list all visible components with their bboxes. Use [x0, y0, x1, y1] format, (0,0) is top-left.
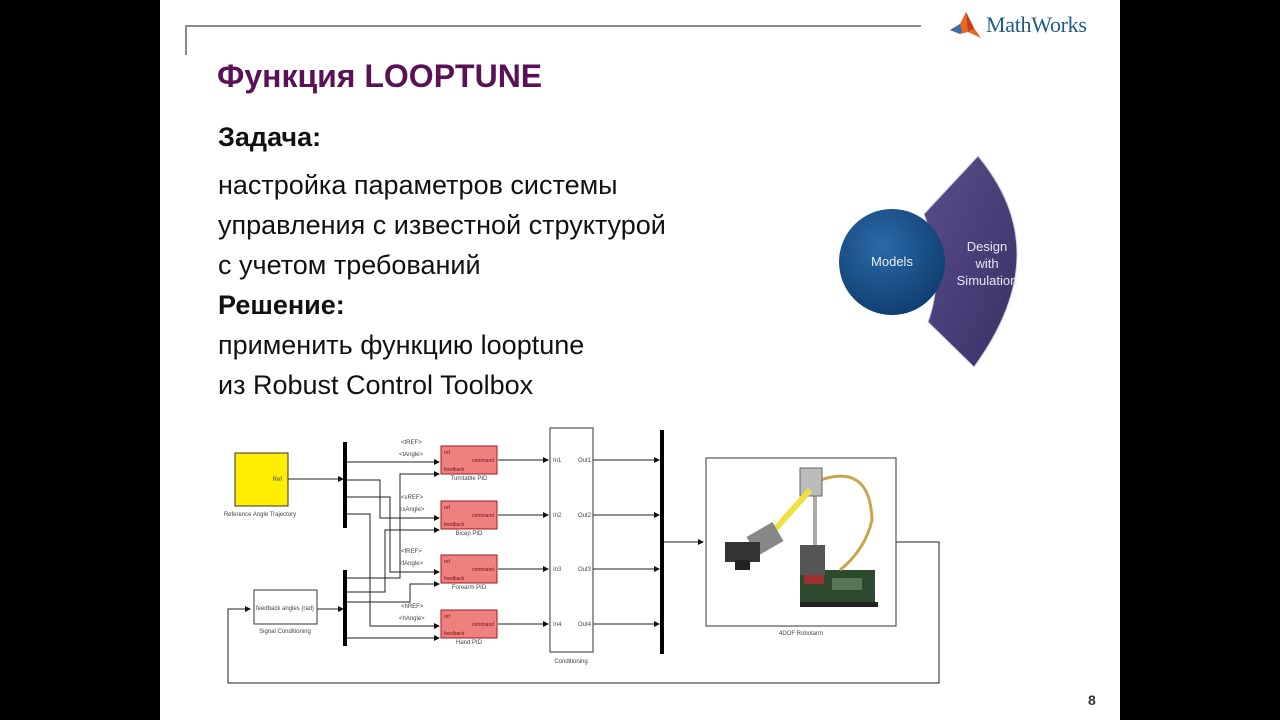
models-design-graphic: Models Design with Simulation [839, 155, 1018, 368]
pid-port-feedback: feedback [444, 467, 465, 473]
pid-ref-signal-label: <hREF> [401, 604, 424, 610]
conditioning-output-port: Out3 [578, 567, 592, 573]
fan-label-line: Simulation [957, 273, 1018, 288]
conditioning-input-port: In2 [553, 513, 562, 519]
pid-block-label: Bicep PID [456, 531, 483, 537]
conditioning-label: Conditioning [554, 659, 587, 665]
pid-port-feedback: feedback [444, 576, 465, 582]
solution-text: применить функцию looptune из Robust Con… [218, 325, 584, 405]
pid-port-command: command [472, 458, 494, 464]
membrane-logo-icon [950, 12, 981, 38]
task-line: управления с известной структурой [218, 210, 666, 240]
fan-label-line: Design [967, 239, 1007, 254]
conditioning-block[interactable]: In1 In2 In3 In4 Out1 Out2 Out3 Out4 Cond… [549, 427, 594, 665]
reference-angle-block[interactable]: Ref Reference Angle Trajectory [224, 452, 296, 518]
task-text: настройка параметров системы управления … [218, 165, 666, 285]
task-line: с учетом требований [218, 250, 481, 280]
page-number: 8 [1088, 692, 1096, 708]
conditioning-output-port: Out2 [578, 513, 592, 519]
conditioning-input-port: In4 [553, 622, 562, 628]
solution-heading: Решение: [218, 290, 345, 320]
pid-port-ref: ref [444, 505, 450, 511]
pid-block-forearm[interactable]: ref feedback command Forearm PID <fREF> … [399, 549, 498, 591]
pid-block-hand[interactable]: ref feedback command Hand PID <hREF> <hA… [399, 604, 498, 646]
conditioning-input-port: In3 [553, 567, 562, 573]
pid-port-ref: ref [444, 559, 450, 565]
pid-port-ref: ref [444, 450, 450, 456]
pid-block-bicep[interactable]: ref feedback command Bicep PID <sREF> <s… [399, 495, 498, 537]
pid-fb-signal-label: <tAngle> [399, 452, 424, 458]
robot-arm-plant-block[interactable]: 4DOF Robotarm [705, 457, 897, 637]
circle-label: Models [871, 254, 913, 269]
slide-title: Функция LOOPTUNE [217, 58, 543, 94]
simulink-diagram: Ref Reference Angle Trajectory feedback … [224, 427, 940, 684]
mux-bus-1 [343, 442, 347, 528]
pid-port-feedback: feedback [444, 522, 465, 528]
pid-port-command: command [472, 513, 494, 519]
signal-conditioning-label: Signal Conditioning [259, 629, 311, 635]
pid-port-feedback: feedback [444, 631, 465, 637]
mux-bus-3 [660, 430, 664, 654]
pid-ref-signal-label: <fREF> [401, 549, 422, 555]
ref-port-label: Ref [273, 477, 283, 483]
pid-ref-signal-label: <tREF> [401, 440, 422, 446]
pid-ref-signal-label: <sREF> [401, 495, 424, 501]
mux-bus-2 [343, 570, 347, 646]
solution-line: применить функцию looptune [218, 330, 585, 360]
signal-conditioning-block[interactable]: feedback angles (rad) Signal Conditionin… [253, 589, 318, 635]
plant-label: 4DOF Robotarm [779, 631, 823, 637]
pid-block-label: Hand PID [456, 640, 483, 646]
pid-block-label: Turntable PID [451, 476, 488, 482]
signal-conditioning-text: feedback angles (rad) [256, 606, 314, 612]
conditioning-input-port: In1 [553, 458, 562, 464]
pid-block-label: Forearm PID [452, 585, 487, 591]
solution-line: из Robust Control Toolbox [218, 370, 534, 400]
pid-block-turntable[interactable]: ref feedback command Turntable PID <tREF… [399, 440, 498, 482]
pid-port-ref: ref [444, 614, 450, 620]
task-heading: Задача: [218, 122, 322, 152]
conditioning-output-port: Out4 [578, 622, 592, 628]
pid-fb-signal-label: <hAngle> [399, 616, 425, 622]
pid-port-command: command [472, 622, 494, 628]
models-circle [839, 209, 945, 315]
pid-fb-signal-label: <sAngle> [399, 507, 425, 513]
logo-text: MathWorks [986, 12, 1087, 37]
header-rule [185, 25, 921, 27]
pid-port-command: command [472, 567, 494, 573]
fan-label-line: with [974, 256, 998, 271]
mathworks-logo: MathWorks [948, 10, 1087, 40]
slide: MathWorks Функция LOOPTUNE Задача: настр… [160, 0, 1120, 720]
robot-arm-image [725, 467, 878, 607]
task-line: настройка параметров системы [218, 170, 618, 200]
reference-block-label: Reference Angle Trajectory [224, 512, 296, 518]
pid-fb-signal-label: <fAngle> [399, 561, 424, 567]
header-rule-corner [185, 25, 187, 55]
conditioning-output-port: Out1 [578, 458, 592, 464]
